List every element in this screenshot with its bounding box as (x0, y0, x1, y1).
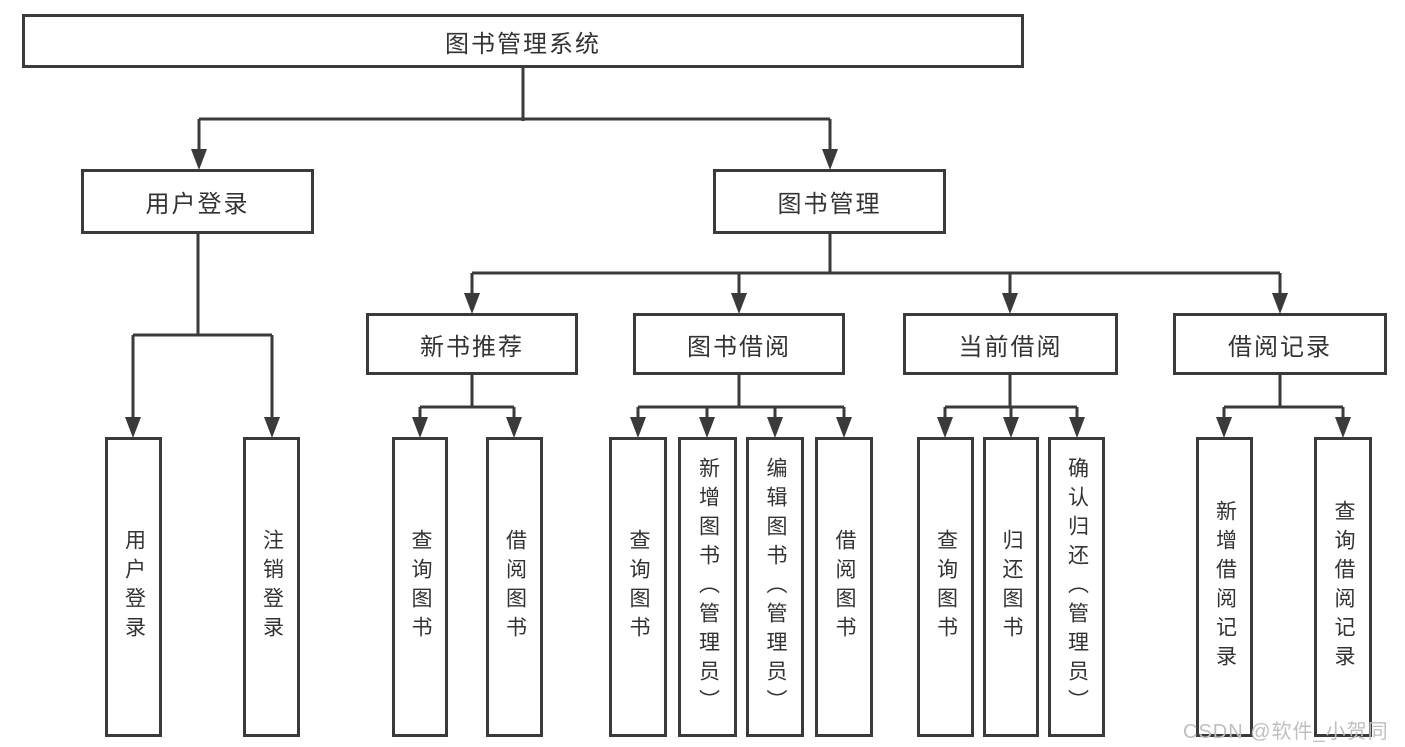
node-borrowing-records: 借阅记录 (1173, 313, 1387, 375)
user-login-branch-lines (131, 234, 274, 420)
leaf-current-query-books: 查询图书 (917, 437, 974, 737)
borrow-record-arrow-down-icons (1216, 417, 1351, 438)
node-user-login: 用户登录 (81, 169, 314, 234)
leaf-recommend-query-books: 查询图书 (392, 437, 448, 737)
leaf-current-return-books: 归还图书 (983, 437, 1039, 737)
user-login-arrow-down-icons (125, 417, 280, 438)
book-borrow-arrow-down-icons (630, 417, 852, 438)
current-borrow-arrow-down-icons (937, 417, 1085, 438)
book-mgmt-arrow-down-icons (464, 293, 1288, 314)
book-borrow-branch-lines (636, 375, 846, 420)
leaf-recommend-borrow-books: 借阅图书 (486, 437, 543, 737)
leaf-records-add-record: 新增借阅记录 (1196, 437, 1253, 737)
leaf-logout: 注销登录 (243, 437, 300, 737)
new-book-branch-lines (418, 375, 516, 420)
leaf-borrowing-edit-books-admin: 编辑图书（管理员） (746, 437, 804, 737)
watermark: CSDN @软件_小贺同学 (1183, 721, 1389, 743)
node-book-management: 图书管理 (713, 169, 946, 234)
leaf-user-login: 用户登录 (105, 437, 162, 737)
node-current-borrowing: 当前借阅 (903, 313, 1118, 375)
leaf-records-query-record: 查询借阅记录 (1314, 437, 1372, 737)
node-root-system: 图书管理系统 (22, 14, 1024, 68)
node-new-book-recommendation: 新书推荐 (366, 313, 578, 375)
leaf-borrowing-query-books: 查询图书 (609, 437, 667, 737)
level1-arrow-down-icons (191, 149, 838, 170)
current-borrow-branch-lines (943, 375, 1079, 420)
book-mgmt-branch-lines (470, 234, 1282, 296)
new-book-arrow-down-icons (412, 417, 522, 438)
level1-branch-lines (197, 117, 832, 152)
leaf-current-confirm-return-admin: 确认归还（管理员） (1048, 437, 1105, 737)
node-book-borrowing: 图书借阅 (633, 313, 845, 375)
leaf-borrowing-borrow-books: 借阅图书 (815, 437, 873, 737)
leaf-borrowing-add-books-admin: 新增图书（管理员） (678, 437, 737, 737)
borrow-record-branch-lines (1222, 375, 1345, 420)
